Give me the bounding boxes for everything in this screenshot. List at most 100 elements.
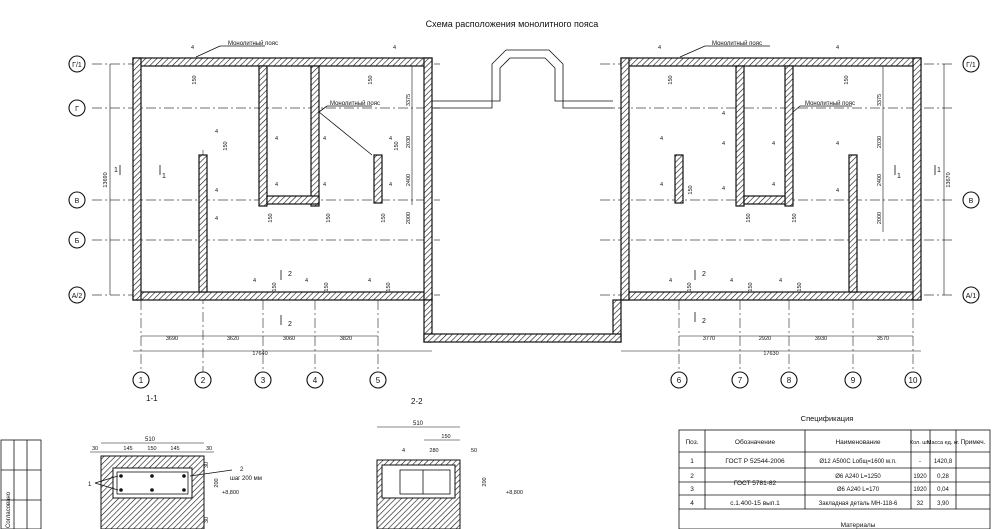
row-bubble-A1-right: А/1 <box>962 286 980 304</box>
svg-text:2400: 2400 <box>877 174 883 186</box>
svg-text:4: 4 <box>313 376 318 385</box>
section-1-1-title: 1-1 <box>146 394 158 403</box>
right-span-2: 2920 <box>759 336 771 342</box>
svg-text:2000: 2000 <box>877 212 883 224</box>
row-bubble-B-left: Б <box>68 231 86 249</box>
svg-text:4: 4 <box>305 278 308 284</box>
svg-text:145: 145 <box>170 446 179 452</box>
svg-text:10: 10 <box>909 376 918 385</box>
svg-text:150: 150 <box>223 141 229 150</box>
spec-header-name: Наименование <box>835 439 880 446</box>
svg-text:150: 150 <box>268 213 274 222</box>
svg-text:4: 4 <box>722 186 725 192</box>
svg-text:4: 4 <box>389 136 392 142</box>
svg-text:9: 9 <box>851 376 856 385</box>
spec-footer: Материалы <box>841 522 876 529</box>
svg-text:1: 1 <box>690 458 694 465</box>
svg-text:4: 4 <box>215 216 218 222</box>
svg-text:4: 4 <box>836 188 839 194</box>
svg-text:4: 4 <box>275 136 278 142</box>
svg-text:2: 2 <box>201 376 206 385</box>
svg-text:В: В <box>969 198 974 205</box>
svg-text:8: 8 <box>787 376 792 385</box>
svg-text:200: 200 <box>214 478 220 487</box>
wall-right-left <box>423 57 433 301</box>
left-total-dim: 17640 <box>252 351 267 357</box>
row-bubble-G-left: Г <box>68 99 86 117</box>
svg-text:4: 4 <box>323 136 326 142</box>
svg-text:1: 1 <box>139 376 144 385</box>
svg-text:Ø6 А240 L=1250: Ø6 А240 L=1250 <box>835 474 881 480</box>
svg-text:ГОСТ 5781-82: ГОСТ 5781-82 <box>734 480 777 487</box>
level-mark-2: +8,800 <box>506 490 523 496</box>
svg-text:4: 4 <box>772 141 775 147</box>
svg-text:2: 2 <box>240 467 244 473</box>
right-span-4: 3570 <box>877 336 889 342</box>
wall-top-right <box>620 57 922 67</box>
svg-text:В: В <box>75 198 80 205</box>
svg-text:2000: 2000 <box>406 212 412 224</box>
svg-text:Г/1: Г/1 <box>72 62 82 69</box>
specification-table: Спецификация Поз. Обозначение Наименован… <box>678 414 991 529</box>
right-span-3: 3930 <box>815 336 827 342</box>
svg-text:Закладная деталь МН-118-6: Закладная деталь МН-118-6 <box>819 501 898 507</box>
svg-text:-: - <box>919 459 921 465</box>
left-span-4: 3820 <box>340 336 352 342</box>
svg-text:А/2: А/2 <box>72 293 83 300</box>
col-bubble-6: 6 <box>670 371 688 389</box>
svg-text:30: 30 <box>206 446 212 452</box>
svg-text:145: 145 <box>123 446 132 452</box>
col-bubble-10: 10 <box>904 371 922 389</box>
svg-text:4: 4 <box>690 500 694 507</box>
table-row: 3 Ø6 А240 L=170 1920 0,04 <box>690 486 949 493</box>
svg-text:4: 4 <box>191 45 194 51</box>
row-bubble-V-right: В <box>962 191 980 209</box>
svg-text:2: 2 <box>702 318 706 325</box>
right-span-1: 3770 <box>703 336 715 342</box>
svg-text:4: 4 <box>393 45 396 51</box>
left-span-3: 3060 <box>283 336 295 342</box>
svg-text:3: 3 <box>690 486 694 493</box>
section-1-1: 1-1 510 30 145 150 145 30 1 2 шаг 200 мм… <box>88 394 262 529</box>
svg-text:4: 4 <box>215 129 218 135</box>
side-stamp: Согласовано <box>0 439 42 529</box>
wall-bottom-left <box>132 291 433 301</box>
svg-text:150: 150 <box>688 185 694 194</box>
svg-text:4: 4 <box>836 141 839 147</box>
svg-text:Б: Б <box>75 238 80 245</box>
svg-text:1: 1 <box>937 167 941 174</box>
svg-text:4: 4 <box>215 188 218 194</box>
wall-left-left <box>132 57 142 301</box>
svg-text:1: 1 <box>162 173 166 180</box>
wall-left-right <box>620 57 630 301</box>
col-bubble-5: 5 <box>369 371 387 389</box>
svg-text:150: 150 <box>797 282 803 291</box>
svg-text:6: 6 <box>677 376 682 385</box>
svg-text:3,90: 3,90 <box>937 501 949 507</box>
svg-text:2030: 2030 <box>877 136 883 148</box>
svg-text:А/1: А/1 <box>966 293 977 300</box>
svg-text:150: 150 <box>272 282 278 291</box>
belt-label-2: Монолитный пояс <box>330 100 380 107</box>
wall-bottom-right <box>620 291 922 301</box>
belt-label-4: Монолитный пояс <box>805 100 855 107</box>
svg-text:4: 4 <box>722 111 725 117</box>
table-row: 1 ГОСТ Р 52544-2006 Ø12 А500С Lобщ=1600 … <box>690 458 953 465</box>
spec-header-mass: Масса ед. кг. <box>927 440 960 446</box>
left-span-1: 3690 <box>166 336 178 342</box>
svg-text:Ø12 А500С Lобщ=1600 м.п.: Ø12 А500С Lобщ=1600 м.п. <box>819 459 897 465</box>
row-bubble-V-left: В <box>68 191 86 209</box>
svg-text:150: 150 <box>192 75 198 84</box>
spec-title: Спецификация <box>801 414 854 423</box>
drawing-title: Схема расположения монолитного пояса <box>426 19 599 29</box>
svg-text:4: 4 <box>669 278 672 284</box>
spec-header-note: Примеч. <box>961 439 986 446</box>
svg-text:4: 4 <box>275 182 278 188</box>
table-row: 2 ГОСТ 5781-82 Ø6 А240 L=1250 1920 0,28 <box>690 473 949 487</box>
col-bubble-1: 1 <box>132 371 150 389</box>
svg-text:4: 4 <box>253 278 256 284</box>
svg-text:4: 4 <box>722 141 725 147</box>
spec-header-pos: Поз. <box>686 439 699 446</box>
svg-text:4: 4 <box>836 45 839 51</box>
left-plan: Монолитный пояс Монолитный пояс 4 4 4 4 … <box>68 40 622 389</box>
